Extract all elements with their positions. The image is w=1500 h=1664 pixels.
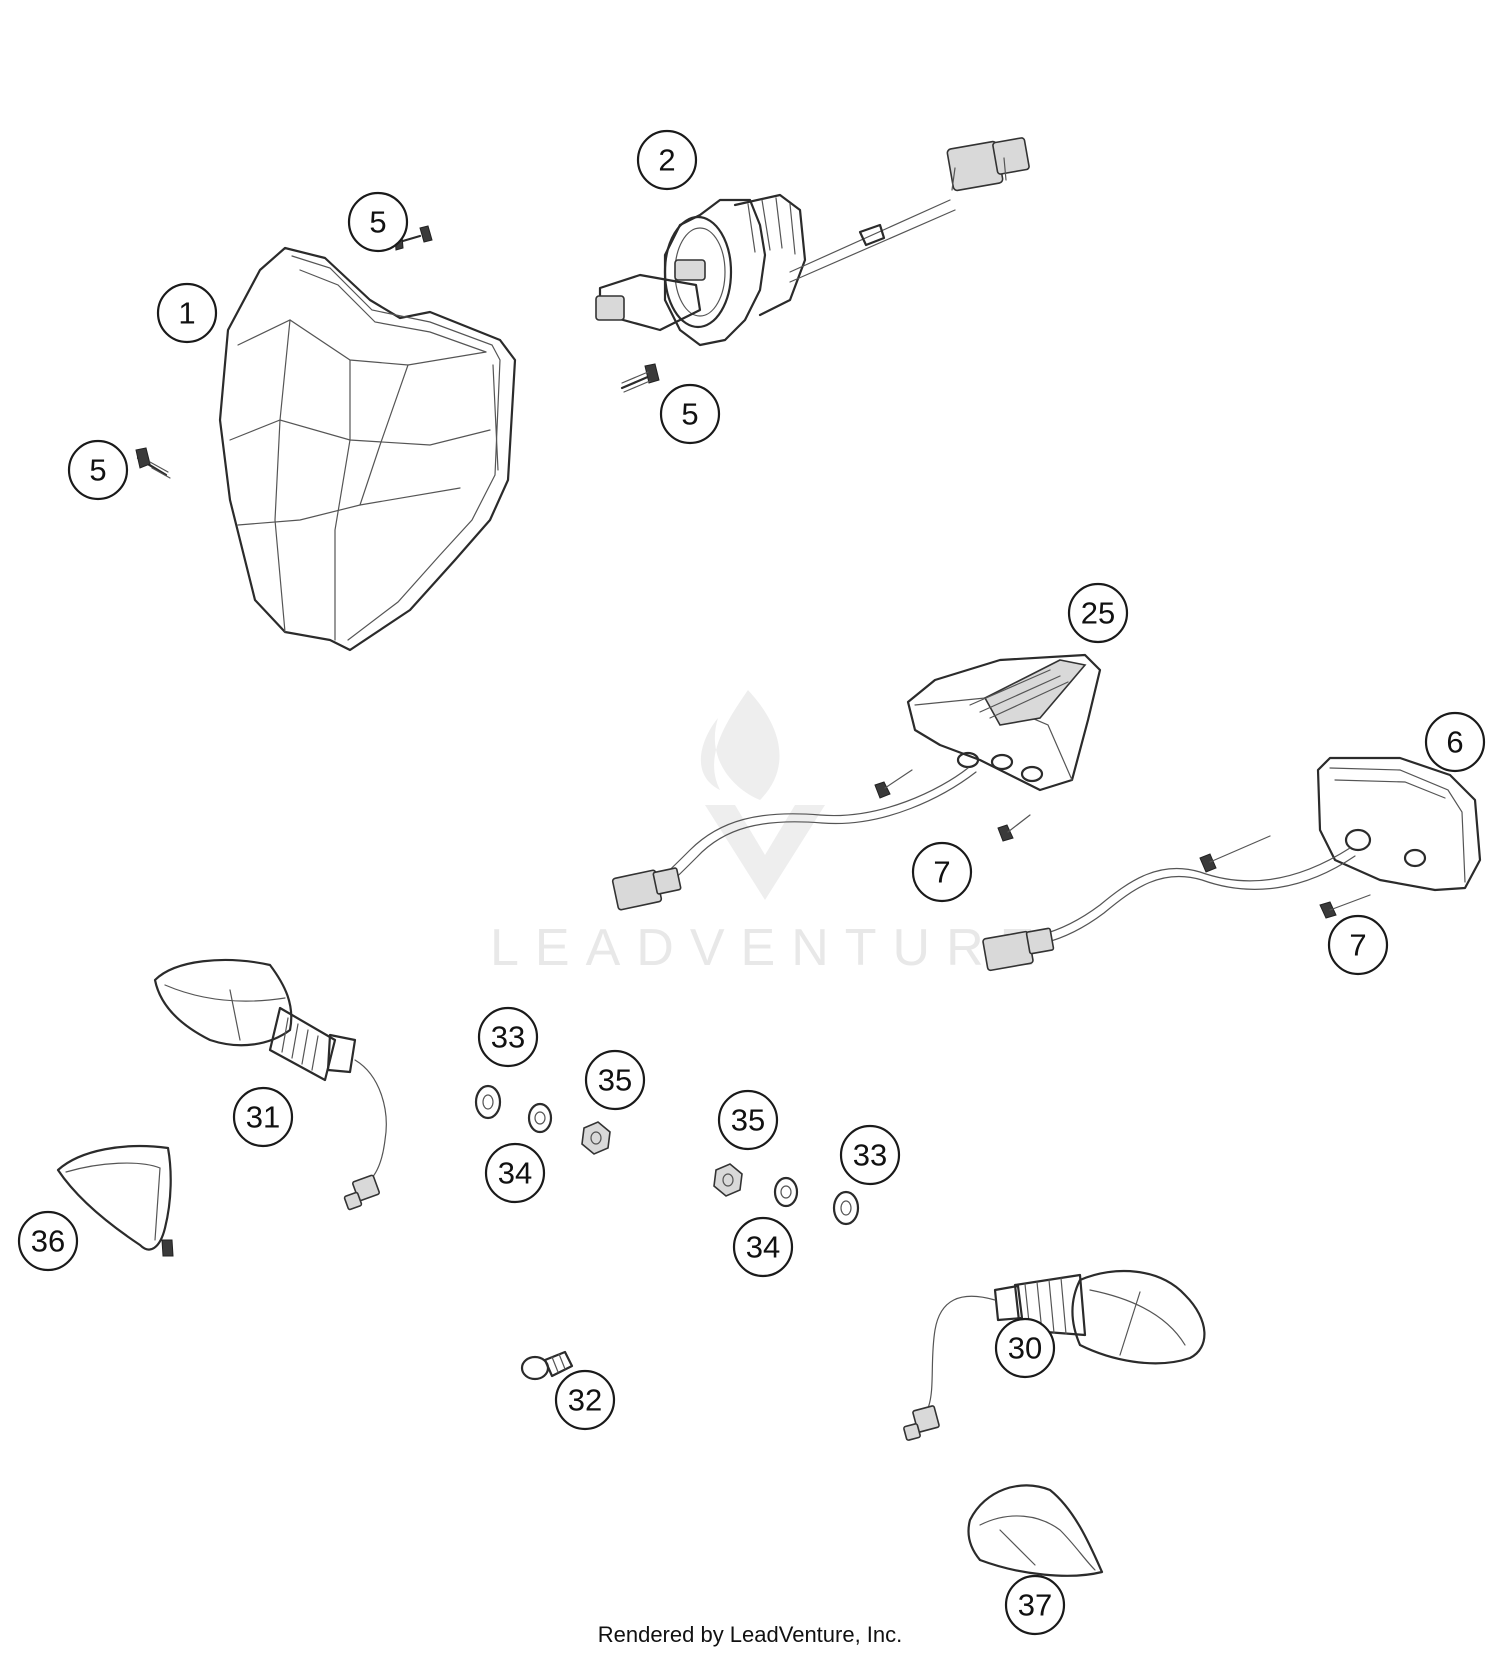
callout-36: 36 bbox=[17, 1210, 79, 1272]
headlight-mask bbox=[218, 246, 517, 652]
callout-5c: 5 bbox=[659, 383, 721, 445]
callout-34a: 34 bbox=[484, 1142, 546, 1204]
svg-text:1: 1 bbox=[178, 296, 195, 331]
callout-25: 25 bbox=[1067, 582, 1129, 644]
bulb-32 bbox=[520, 1350, 574, 1381]
nut-35a bbox=[581, 1121, 611, 1155]
svg-text:25: 25 bbox=[1081, 596, 1115, 631]
screw-5b bbox=[135, 447, 171, 479]
callout-7a: 7 bbox=[911, 841, 973, 903]
indicator-cap-36 bbox=[56, 1145, 174, 1257]
callout-35b: 35 bbox=[717, 1089, 779, 1151]
svg-text:2: 2 bbox=[658, 143, 675, 178]
svg-text:30: 30 bbox=[1008, 1331, 1042, 1366]
bulb-socket-assembly bbox=[595, 137, 1030, 347]
tail-light-assembly bbox=[611, 653, 1102, 911]
watermark: LEADVENTURE bbox=[490, 690, 1050, 977]
washer-33a bbox=[474, 1084, 502, 1120]
svg-text:7: 7 bbox=[1349, 928, 1366, 963]
svg-text:32: 32 bbox=[568, 1383, 602, 1418]
indicator-30 bbox=[903, 1269, 1206, 1441]
washer-34a bbox=[527, 1102, 553, 1134]
svg-text:5: 5 bbox=[369, 205, 386, 240]
svg-text:7: 7 bbox=[933, 855, 950, 890]
footer-credit: Rendered by LeadVenture, Inc. bbox=[597, 1622, 903, 1647]
indicator-cap-37 bbox=[967, 1484, 1104, 1577]
nut-35b bbox=[713, 1163, 743, 1197]
svg-text:31: 31 bbox=[246, 1100, 280, 1135]
callout-7b: 7 bbox=[1327, 914, 1389, 976]
svg-text:37: 37 bbox=[1018, 1588, 1052, 1623]
callout-2: 2 bbox=[636, 129, 698, 191]
callout-1: 1 bbox=[156, 282, 218, 344]
callout-6: 6 bbox=[1424, 711, 1486, 773]
svg-text:5: 5 bbox=[681, 397, 698, 432]
washer-34b bbox=[773, 1176, 799, 1208]
callout-31: 31 bbox=[232, 1086, 294, 1148]
svg-text:36: 36 bbox=[31, 1224, 65, 1259]
callout-34b: 34 bbox=[732, 1216, 794, 1278]
callout-5b: 5 bbox=[67, 439, 129, 501]
svg-text:34: 34 bbox=[746, 1230, 780, 1265]
svg-text:5: 5 bbox=[89, 453, 106, 488]
callout-37: 37 bbox=[1004, 1574, 1066, 1636]
callout-32: 32 bbox=[554, 1369, 616, 1431]
license-plate-light bbox=[982, 756, 1482, 972]
callout-33b: 33 bbox=[839, 1124, 901, 1186]
svg-text:33: 33 bbox=[491, 1020, 525, 1055]
svg-text:34: 34 bbox=[498, 1156, 532, 1191]
svg-text:35: 35 bbox=[731, 1103, 765, 1138]
callout-5a: 5 bbox=[347, 191, 409, 253]
indicator-31 bbox=[153, 958, 387, 1211]
washer-33b bbox=[832, 1190, 860, 1226]
svg-text:6: 6 bbox=[1446, 725, 1463, 760]
callout-30: 30 bbox=[994, 1317, 1056, 1379]
callout-35a: 35 bbox=[584, 1049, 646, 1111]
callout-33a: 33 bbox=[477, 1006, 539, 1068]
screw-5c bbox=[620, 363, 660, 393]
watermark-text: LEADVENTURE bbox=[490, 919, 1050, 977]
svg-text:33: 33 bbox=[853, 1138, 887, 1173]
svg-text:35: 35 bbox=[598, 1063, 632, 1098]
